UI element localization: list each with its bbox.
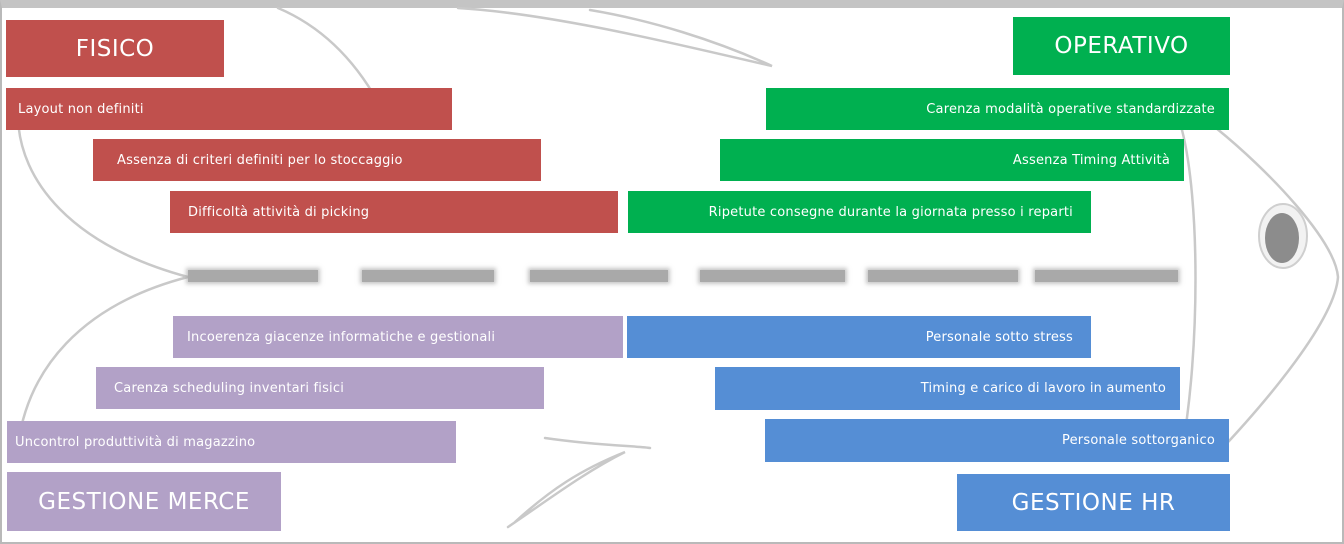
fish-gill-outline	[1180, 128, 1197, 452]
cause-gestione-merce-3: Uncontrol produttività di magazzino	[7, 421, 456, 463]
fish-head-outline	[1214, 126, 1340, 457]
spine-segment	[868, 270, 1018, 282]
category-gestione-merce-header: GESTIONE MERCE	[7, 472, 281, 531]
cause-gestione-hr-1: Personale sotto stress	[627, 316, 1091, 358]
fish-eye-pupil	[1265, 213, 1299, 263]
spine-segment	[188, 270, 318, 282]
cause-operativo-3: Ripetute consegne durante la giornata pr…	[628, 191, 1091, 233]
cause-gestione-hr-2: Timing e carico di lavoro in aumento	[715, 367, 1180, 410]
spine-segment	[700, 270, 845, 282]
cause-fisico-2: Assenza di criteri definiti per lo stocc…	[93, 139, 541, 181]
cause-operativo-2: Assenza Timing Attività	[720, 139, 1184, 181]
cause-fisico-1: Layout non definiti	[6, 88, 452, 130]
category-gestione-hr-header: GESTIONE HR	[957, 474, 1230, 531]
fish-bottom-fin-outline	[506, 436, 652, 529]
spine-segment	[530, 270, 668, 282]
cause-operativo-1: Carenza modalità operative standardizzat…	[766, 88, 1229, 130]
cause-fisico-3: Difficoltà attività di picking	[170, 191, 618, 233]
fish-tail-upper-outline	[16, 116, 190, 279]
category-operativo-header: OPERATIVO	[1013, 17, 1230, 75]
cause-gestione-hr-3: Personale sottorganico	[765, 419, 1229, 462]
category-fisico-header: FISICO	[6, 20, 224, 77]
cause-gestione-merce-1: Incoerenza giacenze informatiche e gesti…	[173, 316, 623, 358]
spine-segment	[362, 270, 494, 282]
fish-tail-lower-outline	[16, 275, 190, 447]
cause-gestione-merce-2: Carenza scheduling inventari fisici	[96, 367, 544, 409]
spine-segment	[1035, 270, 1178, 282]
